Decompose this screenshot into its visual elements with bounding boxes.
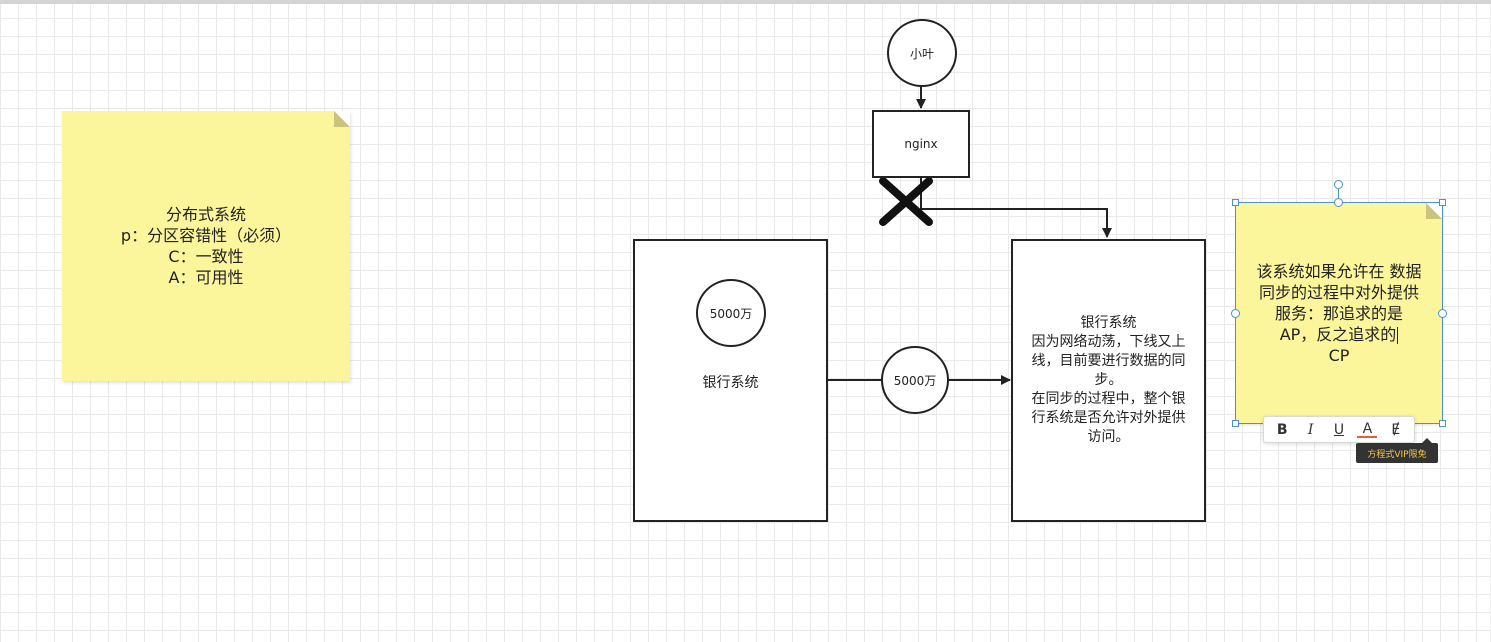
sticky-line: A：可用性	[168, 268, 244, 287]
sticky-line: 同步的过程中对外提供	[1258, 282, 1419, 302]
sticky-line: 服务：那追求的是	[1274, 303, 1403, 323]
bank-right-line: 因为网络动荡，下线又上	[1031, 334, 1186, 350]
nginx-node[interactable]: nginx	[872, 110, 970, 178]
bank-right-line: 线，目前要进行数据的同	[1031, 353, 1186, 369]
bank-right-line: 访问。	[1087, 429, 1130, 445]
bank-right-line: 银行系统	[1080, 315, 1137, 331]
rotate-handle-stem	[1338, 189, 1339, 203]
sticky-line: p：分区容错性（必须）	[120, 226, 292, 245]
bank-right-line: 行系统是否允许对外提供	[1031, 410, 1186, 426]
resize-handle-nw[interactable]	[1232, 199, 1239, 206]
clear-format-button[interactable]: Ɇ	[1391, 421, 1401, 438]
vip-tooltip: 方程式VIP限免	[1356, 438, 1438, 463]
text-format-toolbar: B I U A Ɇ	[1263, 416, 1415, 443]
font-color-button[interactable]: A	[1357, 422, 1378, 438]
sticky-line: 分布式系统	[165, 205, 246, 224]
resize-handle-w[interactable]	[1231, 309, 1240, 318]
text-cursor	[1397, 326, 1399, 344]
sticky-fold	[1426, 203, 1442, 219]
rotate-handle[interactable]	[1334, 180, 1343, 189]
resize-handle-e[interactable]	[1438, 309, 1447, 318]
blocked-x-icon	[879, 177, 933, 226]
bank-right-line: 在同步的过程中，整个银	[1031, 391, 1186, 407]
sticky-note-ap-cp[interactable]: 该系统如果允许在 数据 同步的过程中对外提供 服务：那追求的是 AP，反之追求的…	[1235, 202, 1443, 424]
user-node-label: 小叶	[909, 46, 934, 61]
top-bar	[0, 0, 1491, 4]
sticky-line: C：一致性	[168, 247, 244, 266]
sticky-fold	[334, 111, 350, 127]
bold-button[interactable]: B	[1276, 421, 1288, 438]
resize-handle-ne[interactable]	[1439, 199, 1446, 206]
bank-system-right[interactable]: 银行系统 因为网络动荡，下线又上 线，目前要进行数据的同 步。 在同步的过程中，…	[1011, 239, 1206, 522]
sticky-note-cap[interactable]: 分布式系统 p：分区容错性（必须） C：一致性 A：可用性	[62, 111, 350, 381]
sticky-line: 该系统如果允许在 数据	[1256, 261, 1422, 281]
italic-button[interactable]: I	[1307, 421, 1314, 438]
arrow-nginx-to-bank-right[interactable]	[920, 178, 1112, 238]
transfer-node[interactable]: 5000万	[881, 346, 949, 414]
underline-button[interactable]: U	[1333, 421, 1345, 438]
sticky-line: CP	[1328, 345, 1350, 365]
bank-left-title: 银行系统	[702, 375, 759, 391]
user-node[interactable]: 小叶	[887, 19, 957, 87]
nginx-node-label: nginx	[904, 137, 938, 151]
bank-right-line: 步。	[1094, 372, 1123, 388]
sticky-line: AP，反之追求的	[1279, 324, 1397, 344]
resize-handle-n[interactable]	[1334, 198, 1343, 207]
balance-node-label: 5000万	[709, 306, 753, 321]
resize-handle-se[interactable]	[1439, 420, 1446, 427]
resize-handle-sw[interactable]	[1232, 420, 1239, 427]
balance-node[interactable]: 5000万	[696, 279, 766, 347]
transfer-node-label: 5000万	[893, 373, 937, 388]
sticky-line-with-caret: AP，反之追求的	[1280, 324, 1399, 345]
